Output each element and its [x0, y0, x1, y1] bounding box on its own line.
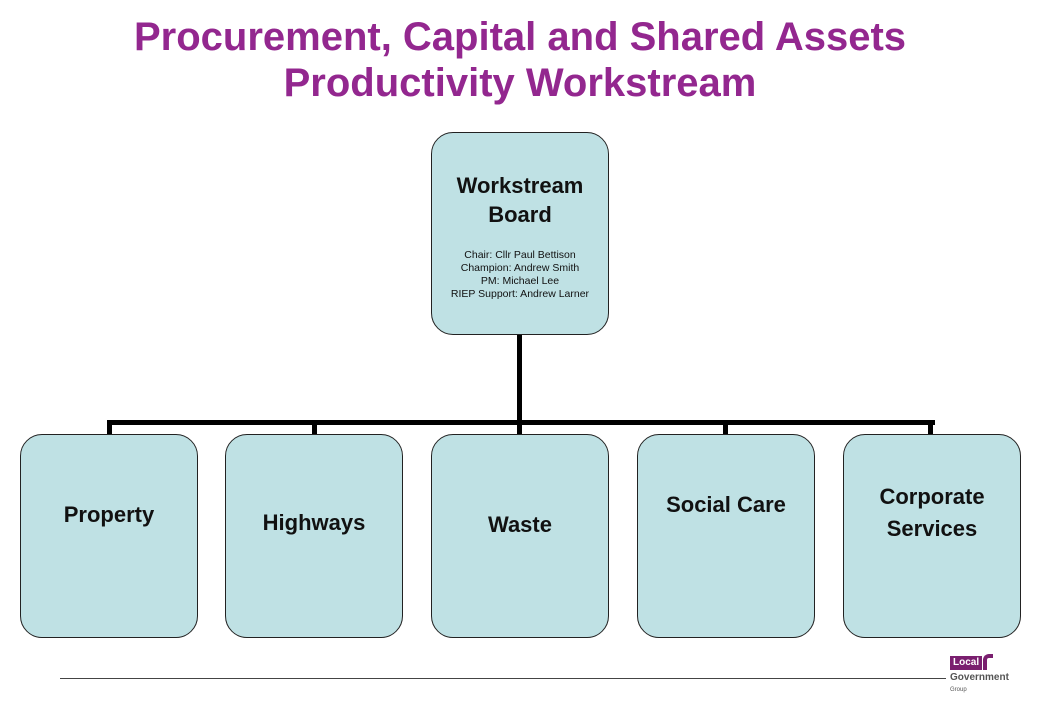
logo-local-text: Local	[950, 656, 983, 670]
connector-board-down	[517, 335, 522, 423]
footer-divider	[60, 678, 946, 679]
board-pm: PM: Michael Lee	[480, 275, 560, 287]
workstream-board-box: Workstream Board Chair: Cllr Paul Bettis…	[431, 132, 609, 335]
board-details: Chair: Cllr Paul Bettison Champion: Andr…	[432, 249, 608, 301]
slide-title-line-1: Procurement, Capital and Shared Assets	[133, 15, 907, 59]
board-riep-support: RIEP Support: Andrew Larner	[450, 288, 590, 300]
child-label-property: Property	[63, 502, 155, 527]
slide-title: Procurement, Capital and Shared Assets P…	[0, 14, 1040, 106]
connector-to-highways	[312, 420, 317, 434]
child-box-waste: Waste	[431, 434, 609, 638]
connector-to-waste	[517, 420, 522, 434]
logo-mark-icon	[983, 654, 993, 670]
child-box-corporate-services: Corporate Services	[843, 434, 1021, 638]
board-title: Workstream Board	[432, 171, 608, 229]
connector-to-social-care	[723, 420, 728, 434]
connector-to-corporate-services	[928, 420, 933, 434]
child-box-social-care: Social Care	[637, 434, 815, 638]
board-chair: Chair: Cllr Paul Bettison	[464, 249, 576, 261]
child-label-corporate-line-2: Services	[886, 516, 978, 541]
child-box-highways: Highways	[225, 434, 403, 638]
slide-title-line-2: Productivity Workstream	[283, 61, 757, 105]
local-government-group-logo: Local Government Group	[950, 654, 1022, 700]
child-label-social-care: Social Care	[666, 492, 786, 517]
child-label-waste: Waste	[488, 512, 552, 537]
logo-government-text: Government	[950, 672, 1009, 683]
board-title-line-1: Workstream	[456, 173, 584, 198]
child-label-corporate-line-1: Corporate	[879, 484, 985, 509]
board-champion: Champion: Andrew Smith	[460, 262, 580, 274]
board-title-line-2: Board	[488, 202, 552, 227]
child-box-property: Property	[20, 434, 198, 638]
connector-to-property	[107, 420, 112, 434]
logo-group-text: Group	[950, 687, 967, 693]
child-label-highways: Highways	[262, 510, 366, 535]
